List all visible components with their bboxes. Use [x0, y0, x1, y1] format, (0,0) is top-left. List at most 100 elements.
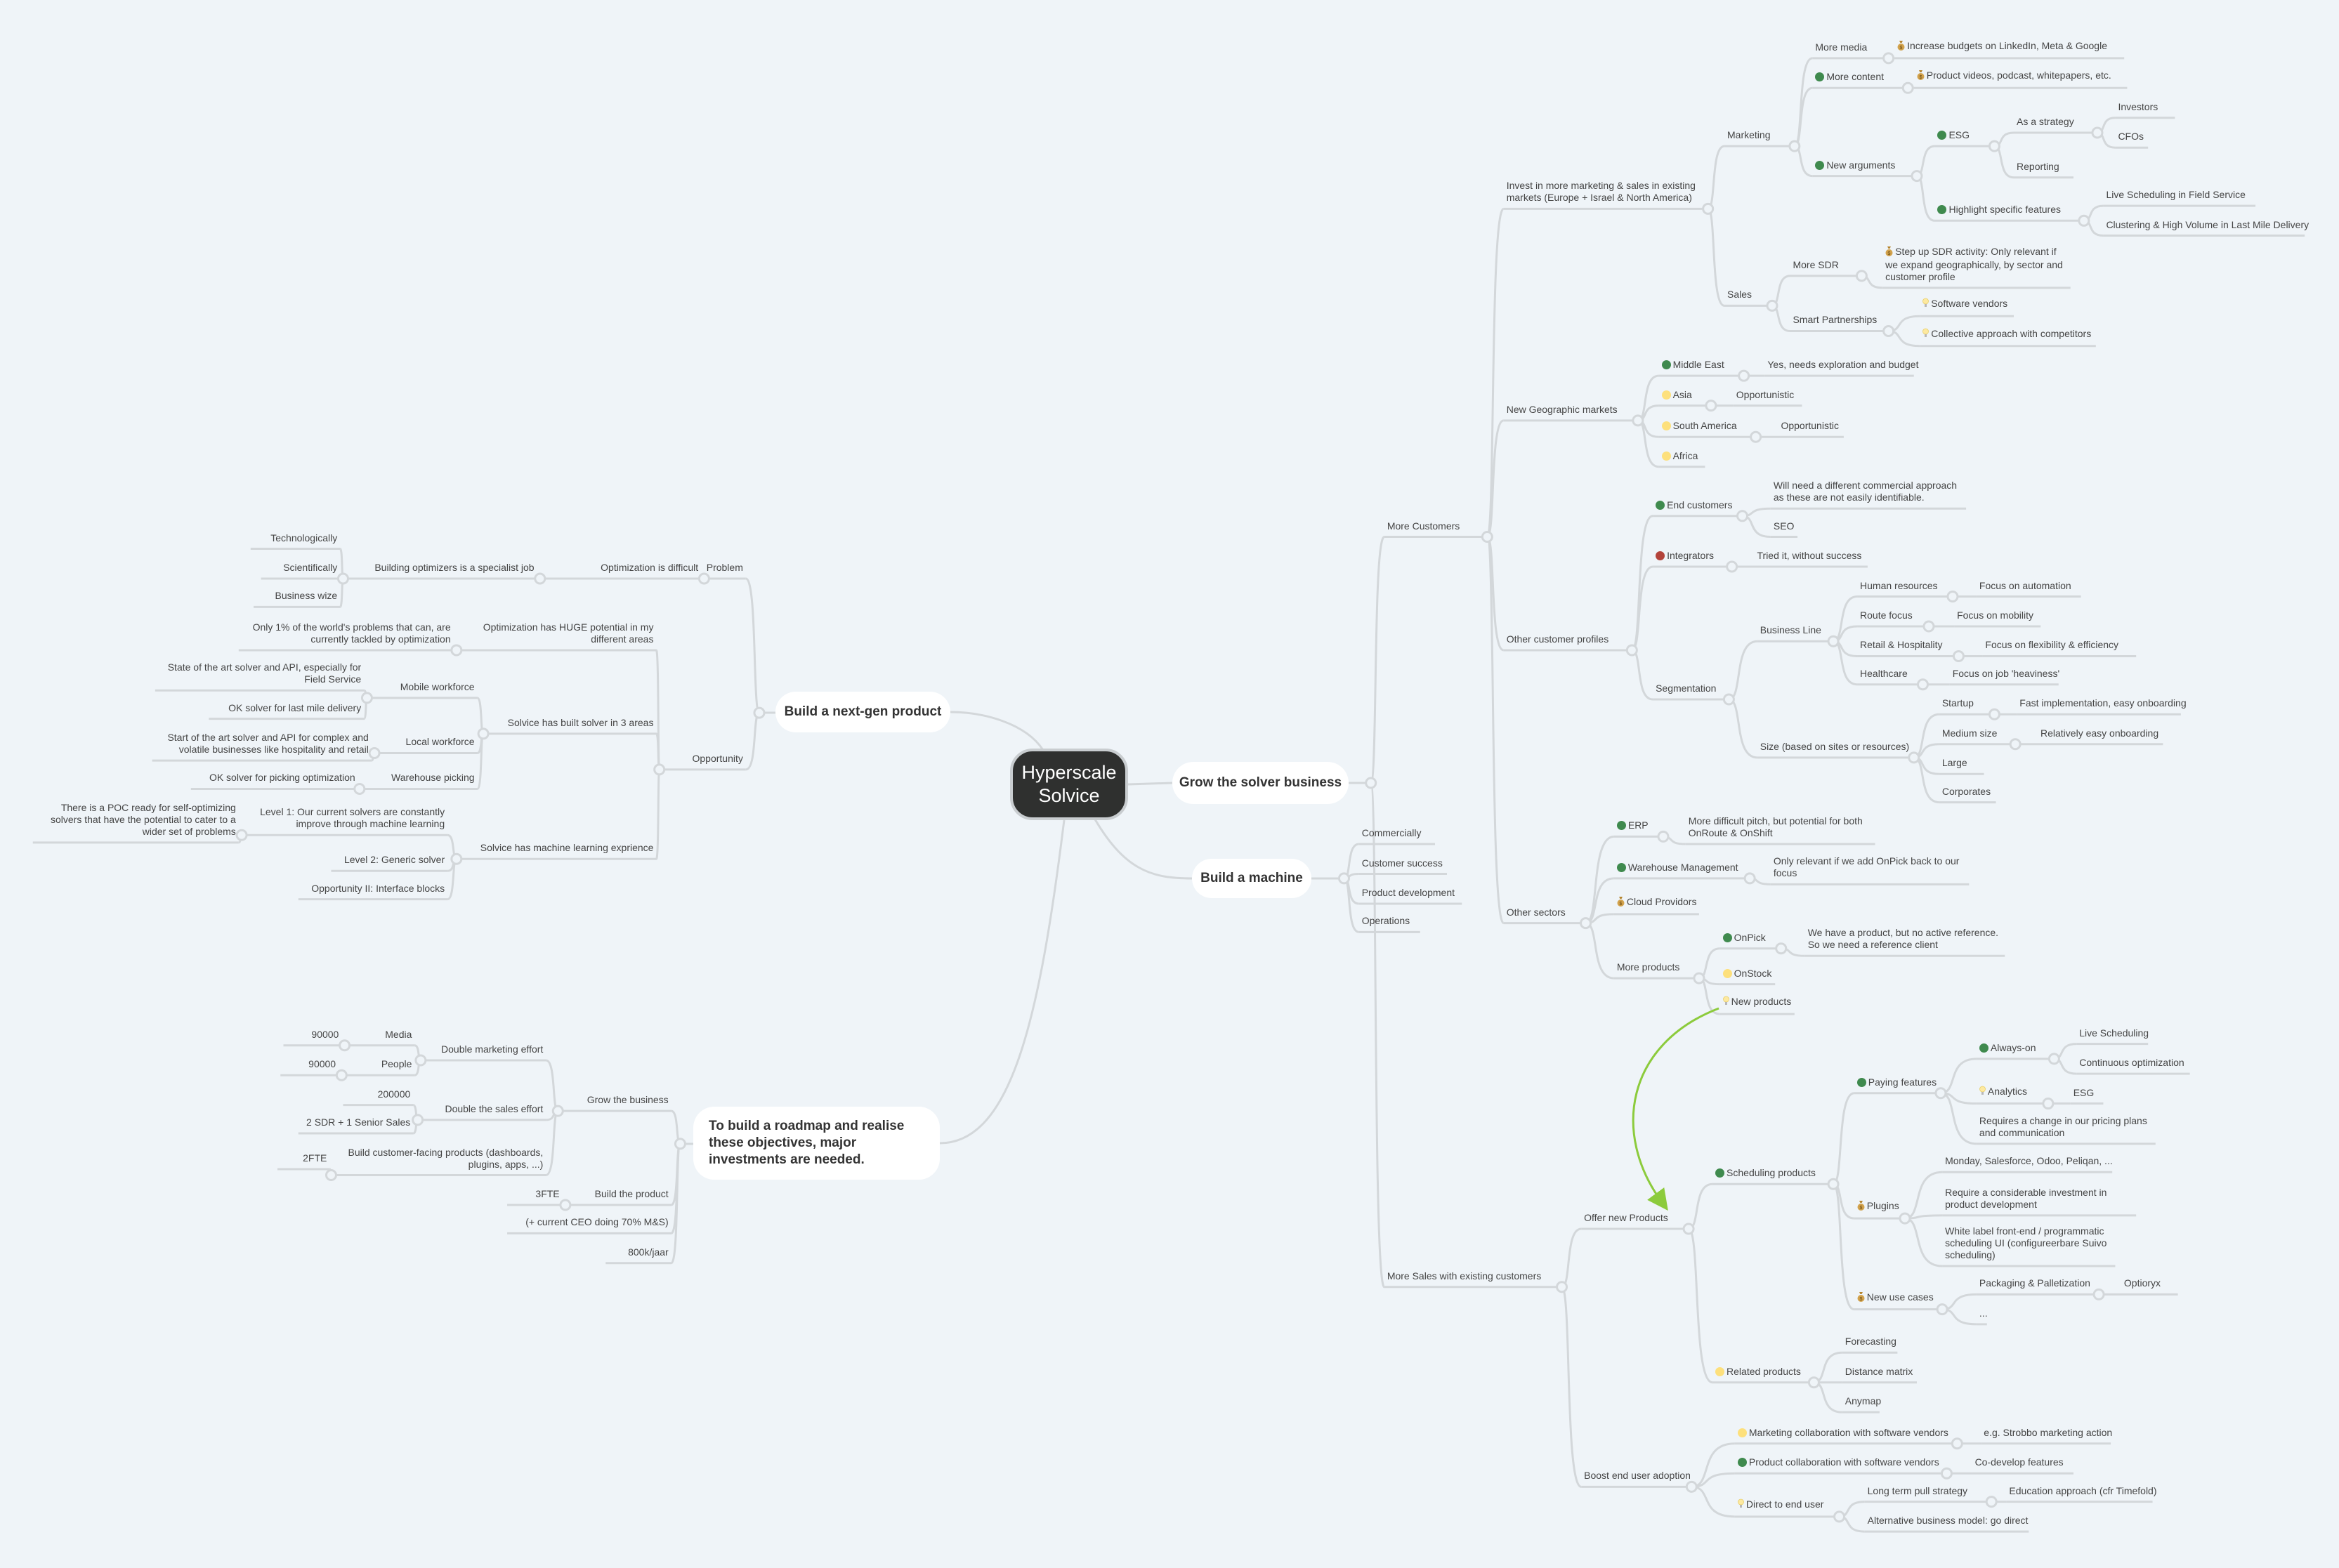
collapse-toggle[interactable]	[1988, 140, 2000, 152]
collapse-toggle[interactable]	[1693, 972, 1705, 984]
topic-monday[interactable]: Monday, Salesforce, Odoo, Peliqan, ...	[1945, 1155, 2113, 1167]
topic-new-products[interactable]: New products	[1722, 996, 1791, 1009]
topic-ellipsis[interactable]: ...	[1979, 1307, 1988, 1319]
topic-hr[interactable]: Human resources	[1860, 580, 1938, 592]
collapse-toggle[interactable]	[353, 782, 366, 795]
collapse-toggle[interactable]	[653, 763, 666, 776]
topic-focus-flex[interactable]: Focus on flexibility & efficiency	[1985, 639, 2118, 651]
topic-reporting[interactable]: Reporting	[2017, 161, 2059, 173]
topic-offer-new[interactable]: Offer new Products	[1584, 1212, 1668, 1224]
topic-more-content[interactable]: More content	[1815, 71, 1884, 83]
topic-prod-collab[interactable]: Product collaboration with software vend…	[1737, 1456, 1939, 1468]
topic-p90k[interactable]: 90000	[308, 1058, 336, 1070]
topic-ml[interactable]: Solvice has machine learning exprience	[480, 842, 654, 854]
topic-k800[interactable]: 800k/jaar	[628, 1246, 669, 1258]
collapse-toggle[interactable]	[1916, 678, 1929, 691]
collapse-toggle[interactable]	[339, 1039, 351, 1052]
collapse-toggle[interactable]	[1726, 560, 1738, 573]
topic-highlight[interactable]: Highlight specific features	[1937, 204, 2061, 216]
topic-other-profiles[interactable]: Other customer profiles	[1507, 633, 1609, 645]
collapse-toggle[interactable]	[360, 692, 373, 704]
collapse-toggle[interactable]	[1365, 777, 1377, 789]
topic-focus-auto[interactable]: Focus on automation	[1979, 580, 2071, 592]
topic-invest[interactable]: Invest in more marketing & sales in exis…	[1507, 180, 1707, 204]
collapse-toggle[interactable]	[1855, 270, 1868, 282]
topic-local[interactable]: Local workforce	[406, 736, 475, 748]
topic-related[interactable]: Related products	[1715, 1366, 1801, 1378]
topic-fast-impl[interactable]: Fast implementation, easy onboarding	[2019, 697, 2186, 709]
topic-scheduling[interactable]: Scheduling products	[1715, 1167, 1816, 1179]
topic-tried[interactable]: Tried it, without success	[1757, 550, 1862, 562]
topic-problem[interactable]: Problem	[707, 562, 743, 574]
topic-level2[interactable]: Level 2: Generic solver	[344, 854, 445, 866]
collapse-toggle[interactable]	[2048, 1053, 2060, 1065]
topic-mobile[interactable]: Mobile workforce	[400, 681, 475, 693]
collapse-toggle[interactable]	[1750, 430, 1762, 443]
topic-large[interactable]: Large	[1942, 757, 1967, 769]
collapse-toggle[interactable]	[1580, 917, 1592, 930]
topic-scient[interactable]: Scientifically	[283, 562, 337, 574]
collapse-toggle[interactable]	[336, 572, 349, 585]
collapse-toggle[interactable]	[551, 1105, 564, 1117]
collapse-toggle[interactable]	[1632, 414, 1644, 427]
topic-esg[interactable]: ESG	[1937, 129, 1970, 141]
topic-sdr[interactable]: 2 SDR + 1 Senior Sales	[306, 1116, 410, 1128]
topic-grow-solver-business[interactable]: Grow the solver business	[1172, 762, 1349, 804]
topic-corporates[interactable]: Corporates	[1942, 786, 1991, 798]
topic-me-yes[interactable]: Yes, needs exploration and budget	[1767, 359, 1918, 371]
topic-rel-easy[interactable]: Relatively easy onboarding	[2040, 727, 2158, 739]
topic-build-prod[interactable]: Build the product	[595, 1188, 669, 1200]
topic-more-sdr[interactable]: More SDR	[1793, 259, 1838, 271]
topic-white-label[interactable]: White label front-end / programmatic sch…	[1945, 1225, 2115, 1261]
topic-cfos[interactable]: CFOs	[2118, 131, 2144, 143]
topic-media[interactable]: Media	[385, 1029, 412, 1041]
collapse-toggle[interactable]	[1988, 708, 2000, 720]
topic-sw-vendors[interactable]: Software vendors	[1922, 298, 2007, 311]
topic-product-videos[interactable]: $Product videos, podcast, whitepapers, e…	[1917, 70, 2111, 83]
topic-ok-lastmile[interactable]: OK solver for last mile delivery	[228, 702, 361, 714]
topic-healthcare[interactable]: Healthcare	[1860, 668, 1908, 680]
topic-dbl-mkt[interactable]: Double marketing effort	[441, 1043, 543, 1055]
topic-alt-model[interactable]: Alternative business model: go direct	[1868, 1515, 2029, 1527]
topic-s200k[interactable]: 200000	[378, 1088, 411, 1100]
collapse-toggle[interactable]	[1899, 1212, 1911, 1225]
collapse-toggle[interactable]	[1922, 620, 1935, 633]
topic-erp[interactable]: ERP	[1616, 819, 1649, 831]
topic-long-term[interactable]: Long term pull strategy	[1868, 1485, 1967, 1497]
topic-investors[interactable]: Investors	[2118, 101, 2158, 113]
topic-poc[interactable]: There is a POC ready for self-optimizing…	[33, 802, 236, 838]
collapse-toggle[interactable]	[2091, 126, 2104, 139]
topic-m90k[interactable]: 90000	[311, 1029, 339, 1041]
topic-onpick[interactable]: OnPick	[1722, 932, 1766, 944]
topic-analytics[interactable]: Analytics	[1979, 1086, 2027, 1099]
topic-cust-success[interactable]: Customer success	[1362, 857, 1443, 869]
collapse-toggle[interactable]	[1685, 1480, 1698, 1493]
collapse-toggle[interactable]	[1625, 644, 1638, 657]
collapse-toggle[interactable]	[1827, 635, 1840, 647]
topic-commercially[interactable]: Commercially	[1362, 827, 1422, 839]
collapse-toggle[interactable]	[1985, 1496, 1998, 1508]
collapse-toggle[interactable]	[697, 572, 710, 585]
topic-focus-mob[interactable]: Focus on mobility	[1957, 610, 2033, 621]
collapse-toggle[interactable]	[477, 727, 490, 740]
topic-live-fs[interactable]: Live Scheduling in Field Service	[2106, 189, 2245, 201]
collapse-toggle[interactable]	[235, 829, 248, 841]
collapse-toggle[interactable]	[1908, 751, 1920, 764]
topic-sa-opp[interactable]: Opportunistic	[1781, 420, 1838, 432]
topic-grow-biz[interactable]: Grow the business	[587, 1094, 669, 1106]
relationship-arrow[interactable]	[1632, 1007, 1719, 1211]
topic-collective[interactable]: Collective approach with competitors	[1922, 328, 2091, 341]
topic-more-media[interactable]: More media	[1815, 41, 1867, 53]
collapse-toggle[interactable]	[1936, 1303, 1948, 1316]
collapse-toggle[interactable]	[1556, 1281, 1568, 1293]
collapse-toggle[interactable]	[1743, 872, 1756, 885]
topic-onstock[interactable]: OnStock	[1722, 968, 1771, 980]
topic-ceo[interactable]: (+ current CEO doing 70% M&S)	[525, 1216, 668, 1228]
topic-business-line[interactable]: Business Line	[1760, 624, 1821, 636]
collapse-toggle[interactable]	[534, 572, 546, 585]
topic-end-customers[interactable]: End customers	[1656, 499, 1732, 511]
collapse-toggle[interactable]	[1682, 1223, 1695, 1235]
topic-clustering[interactable]: Clustering & High Volume in Last Mile De…	[2106, 219, 2309, 231]
collapse-toggle[interactable]	[414, 1054, 427, 1067]
topic-fte3[interactable]: 3FTE	[535, 1188, 559, 1200]
